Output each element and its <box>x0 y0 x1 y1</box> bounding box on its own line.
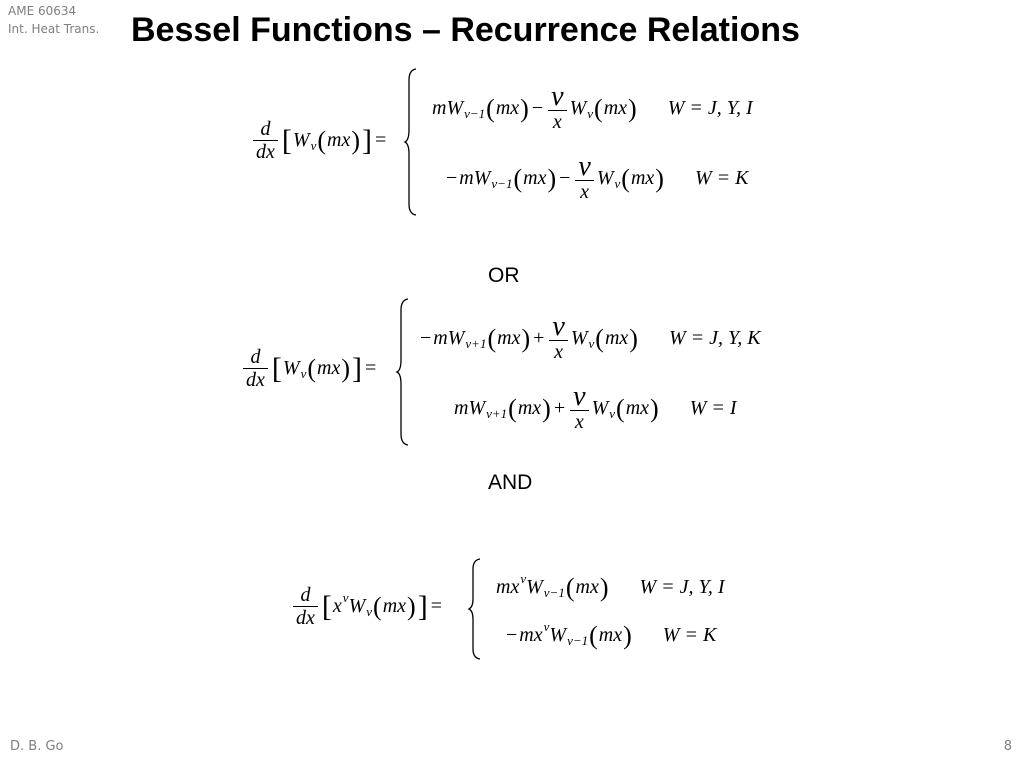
case-condition: W = I <box>689 397 737 419</box>
course-label: AME 60634 Int. Heat Trans. <box>8 2 99 38</box>
case-brace-icon <box>403 68 417 216</box>
case-condition: W = J, Y, K <box>668 327 761 349</box>
case-brace-icon <box>467 558 481 660</box>
and-separator: AND <box>488 471 533 494</box>
case-brace-icon <box>395 298 409 446</box>
or-separator: OR <box>488 264 520 287</box>
course-code: AME 60634 <box>8 4 77 18</box>
case-condition: W = J, Y, I <box>639 576 725 598</box>
case-condition: W = K <box>662 624 717 646</box>
page-number: 8 <box>1003 739 1012 754</box>
course-name: Int. Heat Trans. <box>8 22 100 36</box>
slide-title: Bessel Functions – Recurrence Relations <box>131 11 800 49</box>
case-condition: W = J, Y, I <box>667 97 753 119</box>
footer-author: D. B. Go <box>10 739 64 754</box>
case-condition: W = K <box>694 167 749 189</box>
